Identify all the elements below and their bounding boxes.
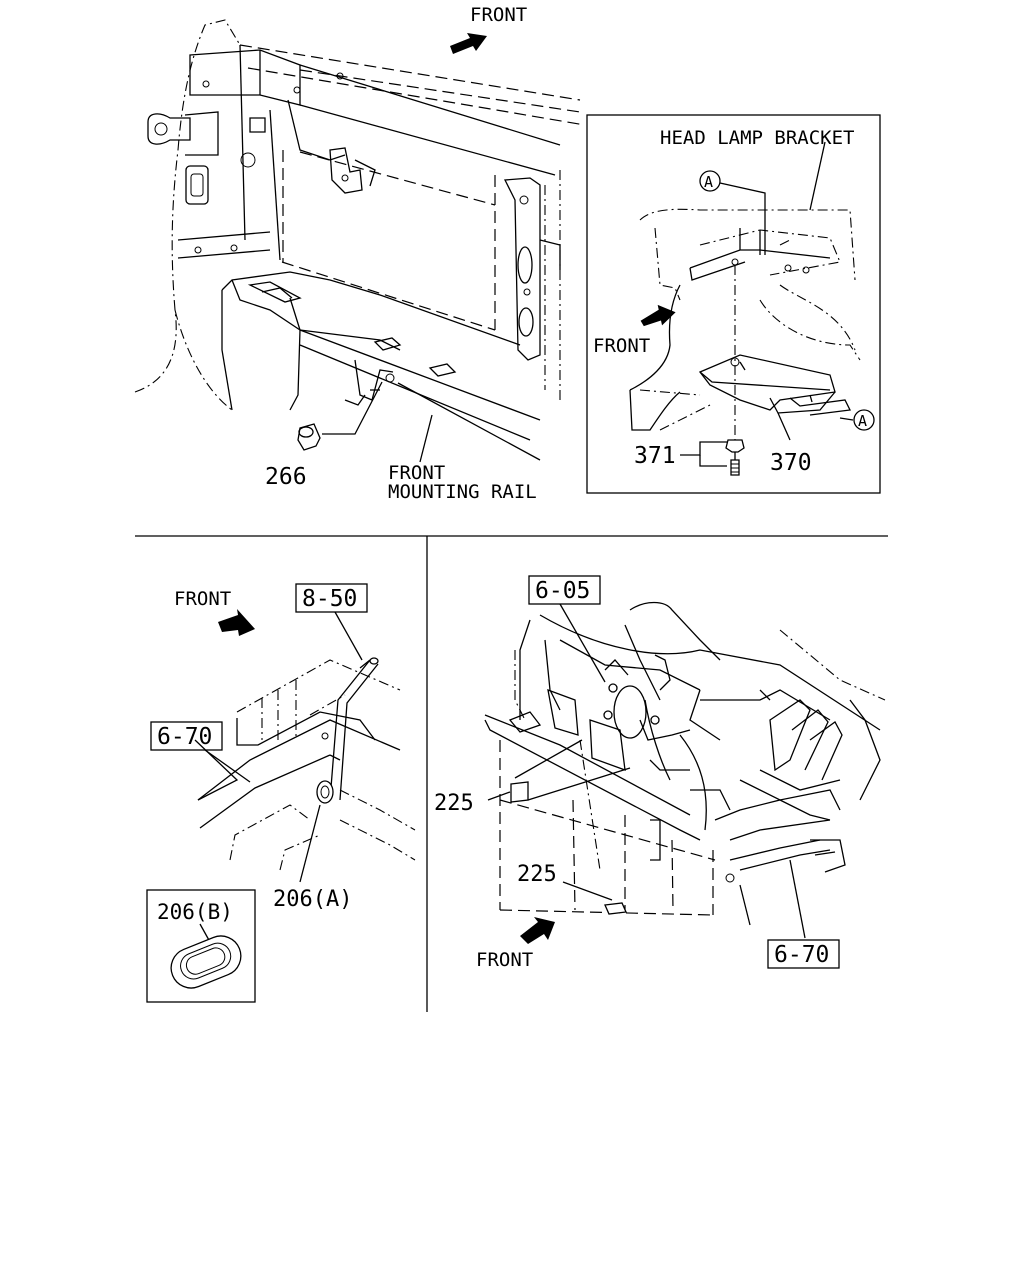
- ref-6-05-label: 6-05: [535, 578, 590, 604]
- bottom-left-illustration: [194, 611, 416, 883]
- ref-6-70-right-label: 6-70: [774, 942, 829, 968]
- part-371-label: 371: [634, 443, 676, 469]
- callout-a-bottom-label: A: [858, 412, 867, 430]
- front-arrow-bottom-left-icon: [218, 609, 255, 636]
- top-illustration: [134, 19, 586, 463]
- front-mounting-rail-label-line2: MOUNTING RAIL: [388, 481, 537, 503]
- grommet-206b-icon: [170, 923, 242, 989]
- bottom-right-illustration: [484, 601, 886, 939]
- front-arrow-top-icon: [450, 33, 487, 54]
- part-225-upper-label: 225: [434, 791, 474, 816]
- front-arrow-inset-icon: [640, 304, 676, 327]
- part-206b-label: 206(B): [157, 900, 233, 924]
- front-mounting-rail-label-line1: FRONT: [388, 462, 445, 484]
- callout-a-top-label: A: [704, 173, 713, 191]
- part-225-lower-label: 225: [517, 862, 557, 887]
- head-lamp-inset-illustration: [629, 141, 861, 476]
- head-lamp-bracket-label: HEAD LAMP BRACKET: [660, 127, 854, 149]
- ref-6-70-left-box: [150, 721, 223, 751]
- ref-8-50-box: [295, 583, 368, 613]
- callout-a-circle-top: [699, 170, 721, 192]
- front-label-top: FRONT: [470, 4, 527, 26]
- front-label-inset: FRONT: [593, 335, 650, 357]
- part-206a-label: 206(A): [273, 887, 352, 912]
- front-label-bottom-right: FRONT: [476, 949, 533, 971]
- front-arrow-bottom-right-icon: [520, 917, 555, 944]
- part-266-label: 266: [265, 464, 307, 490]
- part-206b-inset-frame: [146, 889, 256, 1003]
- ref-6-70-right-box: [767, 939, 840, 969]
- head-lamp-bracket-inset-frame: [586, 114, 881, 494]
- callout-a-circle-bottom: [853, 409, 875, 431]
- ref-8-50-label: 8-50: [302, 586, 357, 612]
- part-370-label: 370: [770, 450, 812, 476]
- ref-6-70-left-label: 6-70: [157, 724, 212, 750]
- ref-6-05-box: [528, 575, 601, 605]
- front-label-bottom-left: FRONT: [174, 588, 231, 610]
